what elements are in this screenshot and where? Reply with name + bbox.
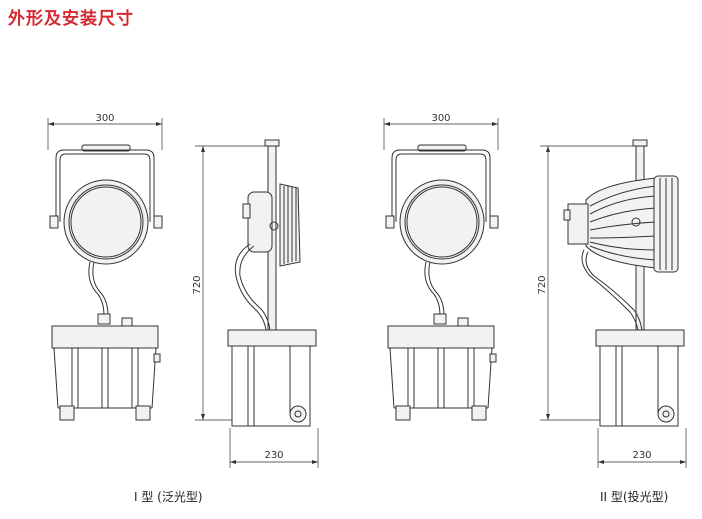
page-title: 外形及安装尺寸 xyxy=(8,9,134,29)
type2-front-view: 300 xyxy=(383,113,499,421)
type1-front-view: 300 xyxy=(47,113,163,421)
type2-side-view: 720 230 xyxy=(537,139,687,468)
type2-caption: II 型(投光型) xyxy=(600,490,669,504)
type1-side-base-label: 230 xyxy=(264,450,283,461)
type1-side-height-label: 720 xyxy=(192,275,203,294)
type1-caption: I 型 (泛光型) xyxy=(134,490,203,504)
type1-side-view: 720 230 xyxy=(192,139,319,468)
type2-side-base-label: 230 xyxy=(632,450,651,461)
type2-front-width-label: 300 xyxy=(431,113,450,124)
type1-front-width-label: 300 xyxy=(95,113,114,124)
type2-side-height-label: 720 xyxy=(537,275,548,294)
